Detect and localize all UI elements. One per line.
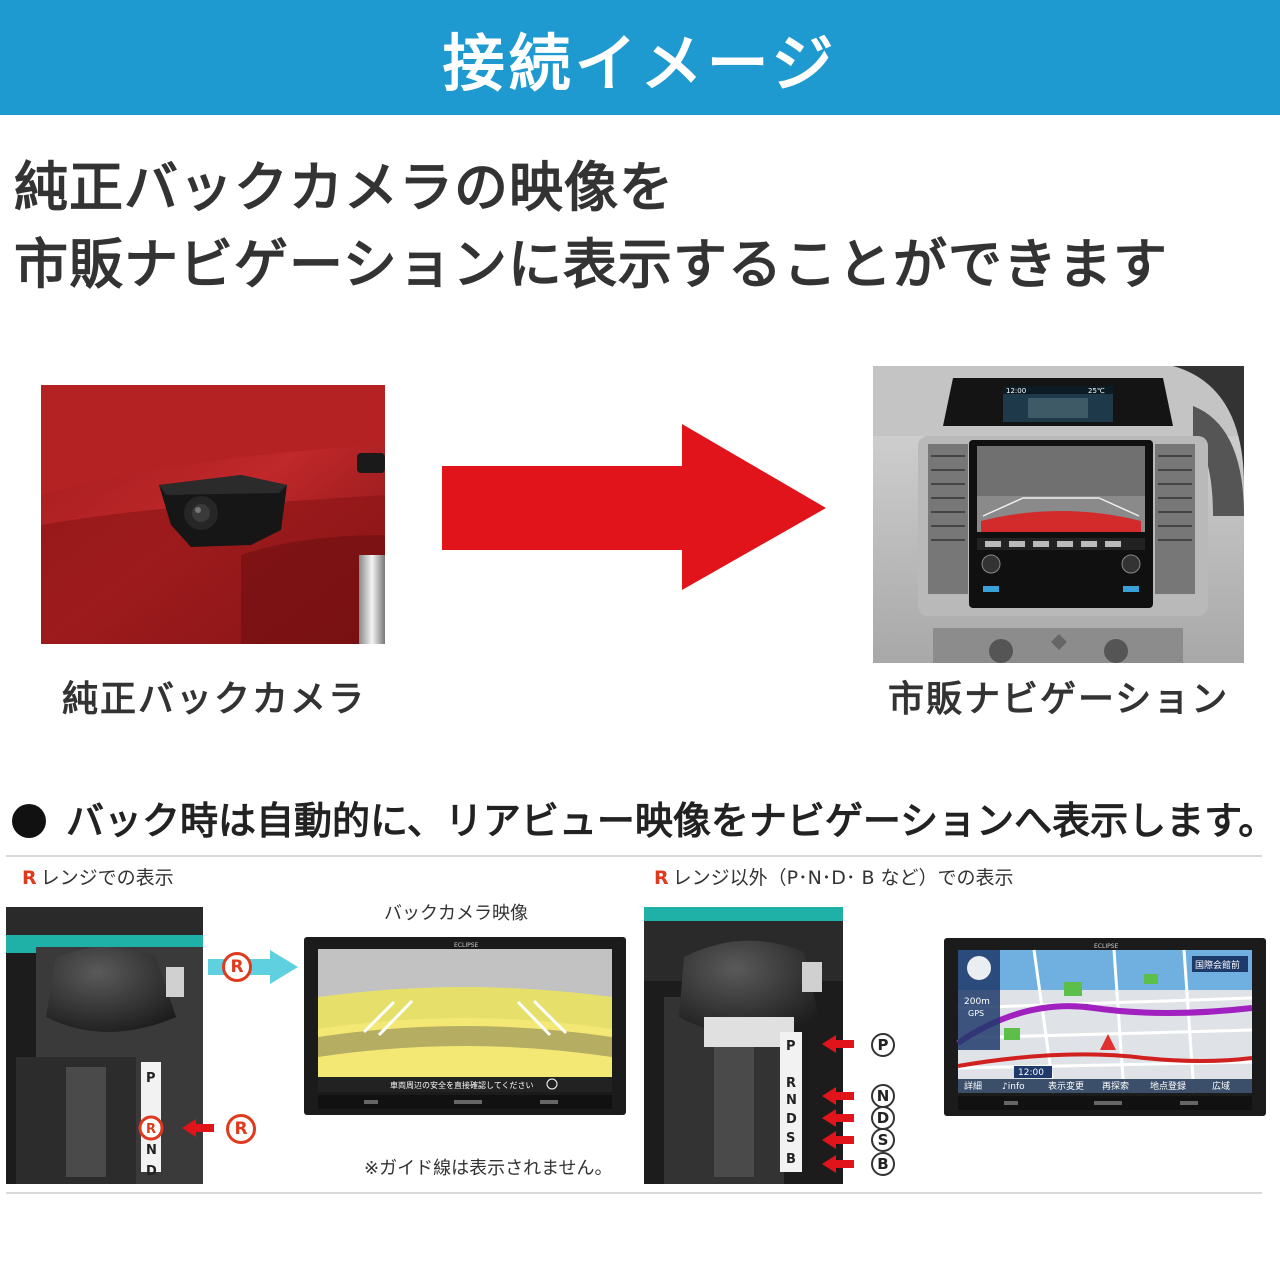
backcam-navi-unit: ECLIPSE 車両周辺の安全を直接確認してください (304, 937, 626, 1115)
gear-n-2: N (786, 1093, 797, 1108)
r-letter-2: R (654, 867, 669, 889)
map-menu-2: 表示変更 (1048, 1080, 1084, 1092)
red-pointer-icon-s (822, 1131, 862, 1150)
header-bar: 接続イメージ (0, 0, 1280, 115)
circle-n-icon: N (871, 1084, 895, 1108)
gear-b-2: B (786, 1152, 796, 1167)
brand-logo-right: ECLIPSE (1094, 943, 1119, 950)
r-range-text: レンジでの表示 (40, 867, 174, 889)
gear-p-2: P (786, 1039, 796, 1054)
flow-arrow-icon (442, 424, 826, 590)
circle-b-icon: B (871, 1152, 895, 1176)
bullet-text: バック時は自動的に、リアビュー映像をナビゲーションへ表示します。 (66, 799, 1277, 843)
red-pointer-icon-p (822, 1035, 862, 1054)
non-r-range-text: レンジ以外（P･N･D･ B など）での表示 (672, 867, 1014, 889)
map-gps: GPS (968, 1009, 984, 1018)
red-pointer-icon-d (822, 1109, 862, 1128)
gear-p: P (146, 1071, 156, 1086)
red-pointer-icon-b (822, 1155, 862, 1174)
circle-r-icon-2: R (226, 1114, 256, 1144)
bullet-dot-icon (12, 803, 46, 838)
map-menu-1: ♪info (1002, 1082, 1025, 1092)
gear-n: N (146, 1143, 157, 1158)
map-menu-4: 地点登録 (1150, 1080, 1186, 1092)
map-navi-unit: ECLIPSE 200m GPS 国際会館前 12:00 詳細 ♪info 表示… (944, 938, 1266, 1116)
gear-r-2: R (786, 1076, 796, 1091)
circle-s-icon: S (871, 1128, 895, 1152)
headline-line-2: 市販ナビゲーションに表示することができます (14, 233, 1168, 296)
circle-r-icon: R (222, 952, 252, 982)
aftermarket-navi-photo: 12:00 25℃ (873, 366, 1244, 663)
navi-status-time: 12:00 (1006, 387, 1026, 395)
map-place-name: 国際会館前 (1195, 959, 1240, 971)
oem-camera-photo (41, 385, 385, 644)
red-pointer-icon-n (822, 1087, 862, 1106)
page-title: 接続イメージ (442, 26, 838, 100)
red-pointer-icon-r (182, 1119, 222, 1138)
gear-d-2: D (786, 1112, 797, 1127)
map-menu-5: 広域 (1212, 1080, 1230, 1092)
shift-lever-photo-r: P R N D (6, 907, 203, 1184)
divider-bottom (6, 1192, 1262, 1194)
headline-line-1: 純正バックカメラの映像を (14, 156, 674, 219)
gear-s-2: S (786, 1131, 795, 1146)
map-distance: 200m (964, 997, 990, 1007)
map-time: 12:00 (1018, 1068, 1044, 1078)
brand-logo-left: ECLIPSE (454, 942, 479, 949)
shift-lever-photo-other: P R N D S B (644, 907, 843, 1184)
navi-status-temp: 25℃ (1088, 387, 1105, 395)
gear-r: R (146, 1122, 156, 1137)
map-menu-0: 詳細 (964, 1080, 982, 1092)
guide-line-note: ※ガイド線は表示されません。 (364, 1158, 613, 1179)
map-menu-3: 再探索 (1102, 1080, 1129, 1092)
gear-d: D (146, 1164, 157, 1179)
cyan-arrow-icon (208, 950, 298, 984)
circle-p-icon: P (871, 1033, 895, 1057)
oem-camera-caption: 純正バックカメラ (62, 679, 367, 720)
circle-d-icon: D (871, 1106, 895, 1130)
navi-caption: 市販ナビゲーション (888, 679, 1230, 720)
backcam-screen-title: バックカメラ映像 (384, 903, 528, 924)
bullet-statement: バック時は自動的に、リアビュー映像をナビゲーションへ表示します。 (12, 790, 1276, 845)
divider-top (6, 855, 1262, 857)
r-letter: R (22, 867, 37, 889)
backcam-safety-msg: 車両周辺の安全を直接確認してください (390, 1080, 534, 1090)
